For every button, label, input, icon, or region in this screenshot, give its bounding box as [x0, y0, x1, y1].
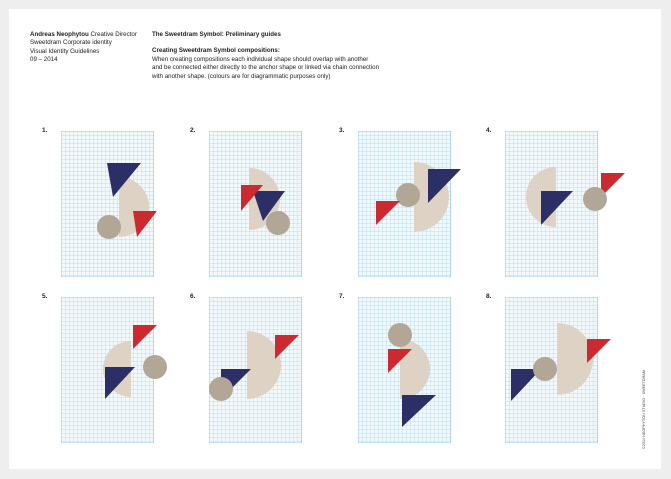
date-line: 09 – 2014 [30, 56, 58, 64]
circle-shape [266, 211, 290, 235]
navy-triangle-shape [428, 169, 461, 203]
composition-symbol [376, 162, 461, 232]
circle-shape [533, 357, 557, 381]
project-line: Sweetdram Corporate identity [30, 39, 112, 47]
author-name: Andreas Neophytou [30, 31, 89, 38]
body-line-1: When creating compositions each individu… [152, 55, 369, 63]
navy-triangle-shape [105, 367, 135, 399]
composition-number: 8. [486, 293, 492, 300]
navy-triangle-shape [511, 369, 541, 401]
circle-shape [209, 377, 233, 401]
composition-number: 3. [339, 127, 345, 134]
circle-shape [143, 355, 167, 379]
composition-number: 6. [190, 293, 196, 300]
red-triangle-shape [133, 325, 157, 349]
red-triangle-shape [388, 349, 412, 373]
section-subtitle: Creating Sweetdram Symbol compositions: [152, 47, 280, 55]
composition-panel [505, 297, 611, 443]
composition-symbol [241, 168, 290, 235]
guideline-sheet: Andreas Neophytou Creative Director Swee… [9, 9, 661, 469]
section-title: The Sweetdram Symbol: Preliminary guides [152, 31, 281, 38]
red-triangle-shape [587, 339, 611, 363]
author-role: Creative Director [88, 31, 137, 38]
red-triangle-shape [601, 173, 625, 197]
composition-number: 7. [339, 293, 345, 300]
composition-number: 4. [486, 127, 492, 134]
composition-panel [209, 131, 302, 277]
composition-symbol [209, 331, 299, 401]
composition-panel [358, 297, 451, 443]
header-left: Andreas Neophytou Creative Director Swee… [30, 31, 150, 65]
document-line: Visual Identity Guidelines [30, 47, 100, 55]
composition-panel [61, 131, 157, 277]
circle-shape [97, 215, 121, 239]
composition-panel [505, 131, 625, 277]
red-triangle-shape [275, 335, 299, 359]
half-circle-shape [247, 331, 281, 399]
author-line: Andreas Neophytou Creative Director [30, 31, 150, 39]
composition-panel [61, 297, 167, 443]
header-right: The Sweetdram Symbol: Preliminary guides… [152, 31, 392, 81]
composition-number: 5. [42, 293, 48, 300]
circle-shape [388, 323, 412, 347]
copyright-footer: ©2014 NEOPHYTOU STUDIO · SWEETDRAM [642, 370, 646, 449]
red-triangle-shape [376, 201, 400, 225]
navy-triangle-shape [402, 395, 436, 427]
composition-panel [209, 297, 302, 443]
body-line-2: and be connected either directly to the … [152, 64, 380, 72]
composition-symbol [97, 163, 157, 239]
composition-panel [358, 131, 461, 277]
circle-shape [396, 183, 420, 207]
composition-symbol [526, 167, 625, 227]
navy-triangle-shape [107, 163, 141, 197]
composition-number: 1. [42, 127, 48, 134]
navy-triangle-shape [541, 191, 573, 225]
composition-symbol [103, 325, 167, 399]
half-circle-shape [557, 323, 593, 395]
red-triangle-shape [241, 185, 263, 211]
composition-symbol [388, 323, 436, 427]
half-circle-shape [119, 177, 149, 237]
body-line-3: with another shape. (colours are for dia… [152, 72, 331, 80]
circle-shape [583, 187, 607, 211]
navy-triangle-shape [253, 191, 285, 221]
composition-symbol [511, 323, 611, 401]
composition-number: 2. [190, 127, 196, 134]
half-circle-shape [400, 339, 430, 399]
red-triangle-shape [133, 211, 157, 237]
